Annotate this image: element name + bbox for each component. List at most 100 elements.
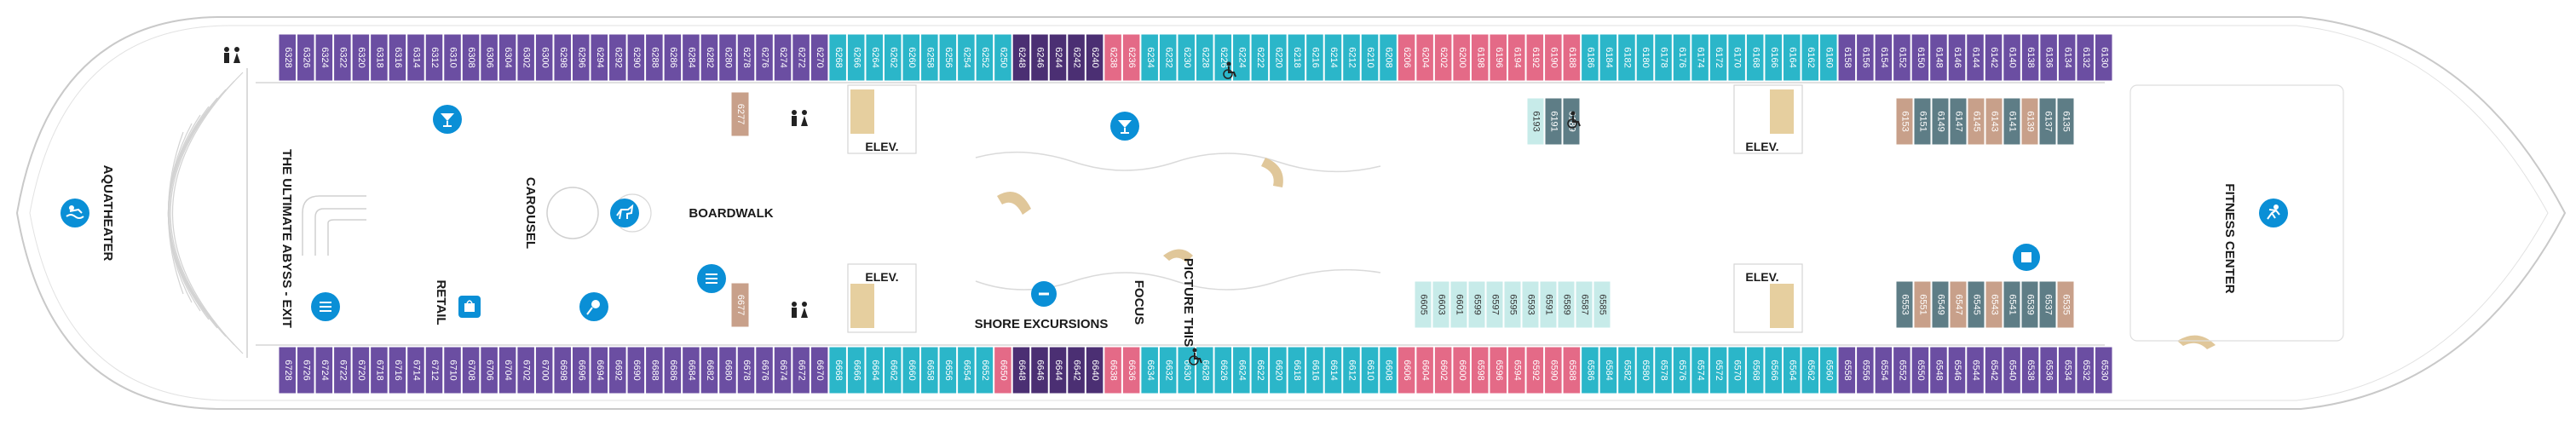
cabin-6576[interactable]: 6576 [1672, 346, 1691, 394]
cabin-6228[interactable]: 6228 [1196, 33, 1214, 82]
cabin-6314[interactable]: 6314 [406, 33, 425, 82]
cabin-6170[interactable]: 6170 [1727, 33, 1746, 82]
cabin-6240[interactable]: 6240 [1085, 33, 1104, 82]
cabin-6164[interactable]: 6164 [1782, 33, 1801, 82]
cabin-6536[interactable]: 6536 [2039, 346, 2058, 394]
cabin-6268[interactable]: 6268 [828, 33, 847, 82]
cabin-6597[interactable]: 6597 [1485, 280, 1504, 329]
cabin-6642[interactable]: 6642 [1067, 346, 1086, 394]
cabin-6308[interactable]: 6308 [461, 33, 481, 82]
cabin-6246[interactable]: 6246 [1030, 33, 1049, 82]
cabin-6274[interactable]: 6274 [773, 33, 792, 82]
cabin-6135[interactable]: 6135 [2056, 97, 2075, 146]
cabin-6535[interactable]: 6535 [2056, 280, 2075, 329]
cabin-6644[interactable]: 6644 [1048, 346, 1068, 394]
cabin-6562[interactable]: 6562 [1801, 346, 1820, 394]
cabin-6680[interactable]: 6680 [718, 346, 737, 394]
cabin-6270[interactable]: 6270 [810, 33, 829, 82]
cabin-6593[interactable]: 6593 [1521, 280, 1540, 329]
cabin-6534[interactable]: 6534 [2057, 346, 2077, 394]
cabin-6638[interactable]: 6638 [1104, 346, 1122, 394]
cabin-6694[interactable]: 6694 [590, 346, 609, 394]
cabin-6549[interactable]: 6549 [1931, 280, 1950, 329]
cabin-6706[interactable]: 6706 [480, 346, 498, 394]
ice-cream-icon[interactable] [579, 292, 608, 321]
cabin-6614[interactable]: 6614 [1323, 346, 1343, 394]
cabin-6600[interactable]: 6600 [1452, 346, 1471, 394]
cabin-6616[interactable]: 6616 [1305, 346, 1324, 394]
cabin-6316[interactable]: 6316 [388, 33, 407, 82]
cabin-6328[interactable]: 6328 [278, 33, 297, 82]
cabin-6666[interactable]: 6666 [846, 346, 866, 394]
cabin-6532[interactable]: 6532 [2076, 346, 2095, 394]
cabin-6539[interactable]: 6539 [2020, 280, 2039, 329]
cabin-6558[interactable]: 6558 [1837, 346, 1857, 394]
cabin-6210[interactable]: 6210 [1360, 33, 1380, 82]
cabin-6320[interactable]: 6320 [351, 33, 371, 82]
cabin-6704[interactable]: 6704 [498, 346, 517, 394]
cabin-6684[interactable]: 6684 [682, 346, 700, 394]
cabin-6130[interactable]: 6130 [2094, 33, 2113, 82]
cabin-6594[interactable]: 6594 [1507, 346, 1526, 394]
cabin-6262[interactable]: 6262 [883, 33, 902, 82]
cabin-6168[interactable]: 6168 [1745, 33, 1765, 82]
cabin-6540[interactable]: 6540 [2003, 346, 2021, 394]
cabin-6260[interactable]: 6260 [902, 33, 921, 82]
cabin-6648[interactable]: 6648 [1011, 346, 1031, 394]
cabin-6672[interactable]: 6672 [792, 346, 810, 394]
cabin-6660[interactable]: 6660 [902, 346, 921, 394]
cabin-6174[interactable]: 6174 [1691, 33, 1709, 82]
cabin-6596[interactable]: 6596 [1489, 346, 1508, 394]
cabin-6543[interactable]: 6543 [1985, 280, 2003, 329]
cabin-6266[interactable]: 6266 [846, 33, 866, 82]
cabin-6602[interactable]: 6602 [1433, 346, 1453, 394]
cabin-6634[interactable]: 6634 [1140, 346, 1159, 394]
cabin-6184[interactable]: 6184 [1599, 33, 1618, 82]
cabin-6146[interactable]: 6146 [1947, 33, 1967, 82]
cabin-6151[interactable]: 6151 [1913, 97, 1932, 146]
cabin-6587[interactable]: 6587 [1575, 280, 1593, 329]
cabin-6166[interactable]: 6166 [1764, 33, 1783, 82]
cabin-6591[interactable]: 6591 [1539, 280, 1558, 329]
cabin-6618[interactable]: 6618 [1287, 346, 1306, 394]
cabin-6324[interactable]: 6324 [314, 33, 334, 82]
cabin-6714[interactable]: 6714 [406, 346, 425, 394]
cabin-6191[interactable]: 6191 [1544, 97, 1563, 146]
cabin-6304[interactable]: 6304 [498, 33, 517, 82]
cabin-6148[interactable]: 6148 [1929, 33, 1948, 82]
cabin-6547[interactable]: 6547 [1949, 280, 1968, 329]
cabin-6712[interactable]: 6712 [424, 346, 444, 394]
cabin-6192[interactable]: 6192 [1525, 33, 1545, 82]
cabin-6142[interactable]: 6142 [1984, 33, 2003, 82]
cabin-6136[interactable]: 6136 [2039, 33, 2058, 82]
cabin-6588[interactable]: 6588 [1562, 346, 1582, 394]
cabin-6586[interactable]: 6586 [1581, 346, 1599, 394]
cabin-6686[interactable]: 6686 [663, 346, 683, 394]
cabin-6568[interactable]: 6568 [1745, 346, 1765, 394]
cabin-6290[interactable]: 6290 [626, 33, 646, 82]
cabin-6158[interactable]: 6158 [1837, 33, 1857, 82]
cabin-6153[interactable]: 6153 [1895, 97, 1914, 146]
cabin-6692[interactable]: 6692 [608, 346, 627, 394]
cabin-6277[interactable]: 6277 [730, 91, 750, 137]
cabin-6636[interactable]: 6636 [1121, 346, 1141, 394]
cabin-6150[interactable]: 6150 [1910, 33, 1930, 82]
cabin-6310[interactable]: 6310 [443, 33, 462, 82]
cabin-6300[interactable]: 6300 [534, 33, 554, 82]
cabin-6654[interactable]: 6654 [957, 346, 976, 394]
cabin-6160[interactable]: 6160 [1819, 33, 1838, 82]
cabin-6556[interactable]: 6556 [1856, 346, 1875, 394]
cabin-6537[interactable]: 6537 [2038, 280, 2057, 329]
cabin-6149[interactable]: 6149 [1931, 97, 1950, 146]
cabin-6196[interactable]: 6196 [1489, 33, 1508, 82]
cabin-6708[interactable]: 6708 [461, 346, 481, 394]
cabin-6288[interactable]: 6288 [645, 33, 664, 82]
cabin-6242[interactable]: 6242 [1067, 33, 1086, 82]
cabin-6139[interactable]: 6139 [2020, 97, 2039, 146]
cabin-6248[interactable]: 6248 [1011, 33, 1031, 82]
cabin-6141[interactable]: 6141 [2003, 97, 2021, 146]
cabin-6226[interactable]: 6226 [1213, 33, 1233, 82]
cabin-6234[interactable]: 6234 [1140, 33, 1159, 82]
cabin-6578[interactable]: 6578 [1654, 346, 1673, 394]
cabin-6678[interactable]: 6678 [736, 346, 756, 394]
